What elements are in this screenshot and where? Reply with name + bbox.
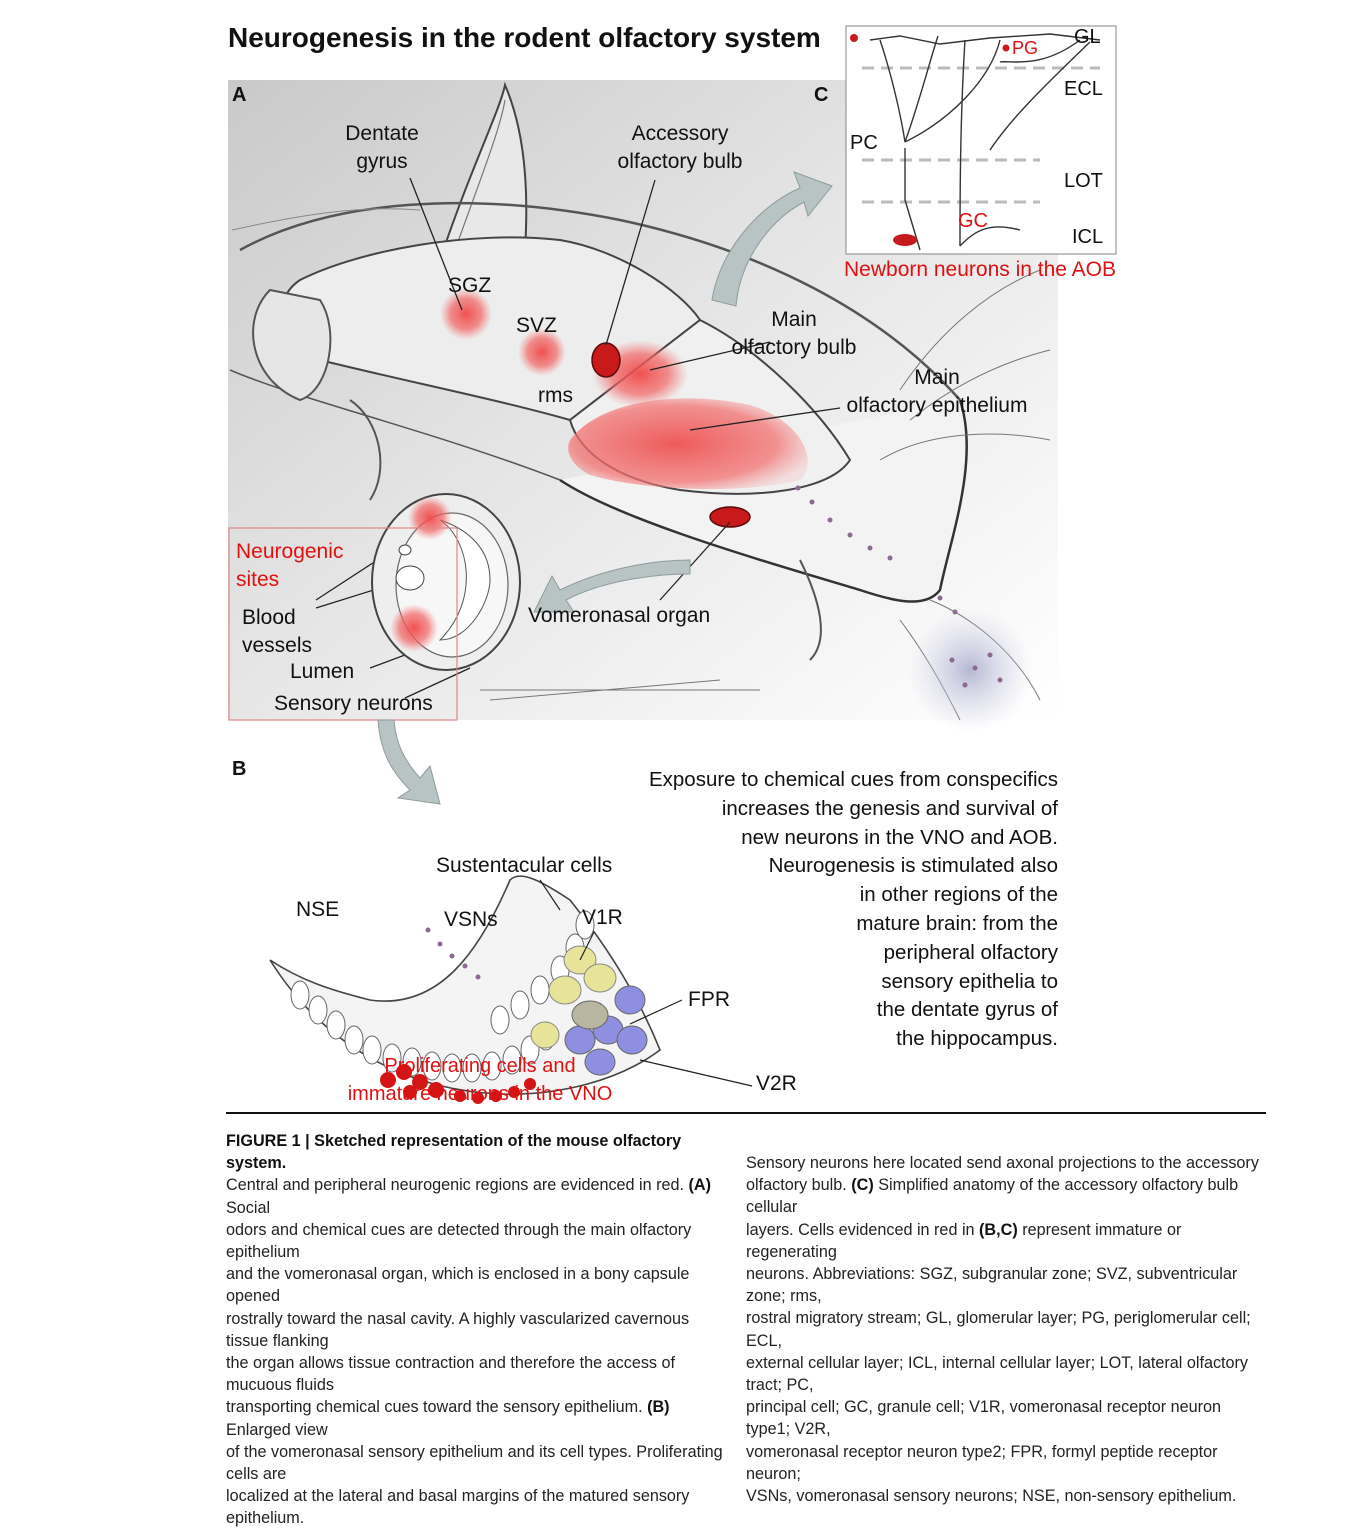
caption-left: FIGURE 1 | Sketched representation of th…	[226, 1130, 726, 1530]
caption-line: rostral migratory stream; GL, glomerular…	[746, 1307, 1266, 1351]
panel-letter-a: A	[232, 84, 246, 107]
caption-line: principal cell; GC, granule cell; V1R, v…	[746, 1396, 1266, 1440]
caption-line: Central and peripheral neurogenic region…	[226, 1174, 726, 1218]
aob-core	[592, 343, 620, 377]
layer-gl: GL	[1074, 26, 1101, 49]
caption-label: FIGURE 1 | Sketched representation of th…	[226, 1130, 726, 1174]
panel-letter-c: C	[814, 84, 828, 107]
label-sgz: SGZ	[448, 274, 491, 298]
panel-b-subtitle-line: Proliferating cells and	[300, 1052, 660, 1080]
cue-cloud	[908, 608, 1032, 732]
caption-line: the organ allows tissue contraction and …	[226, 1352, 726, 1396]
panel-c-subtitle: Newborn neurons in the AOB	[844, 258, 1116, 282]
caption-right: Sensory neurons here located send axonal…	[746, 1152, 1266, 1507]
caption-line: odors and chemical cues are detected thr…	[226, 1219, 726, 1263]
panel-b-subtitle-line: immature neurons in the VNO	[300, 1080, 660, 1108]
label-vsns: VSNs	[444, 908, 498, 932]
label-gc: GC	[958, 210, 988, 233]
vno-cross-section	[372, 494, 520, 670]
label-v2r: V2R	[756, 1072, 797, 1096]
caption-line: and the vomeronasal organ, which is encl…	[226, 1263, 726, 1307]
caption-line: Sensory neurons here located send axonal…	[746, 1152, 1266, 1174]
label-sensory-neurons: Sensory neurons	[274, 692, 433, 716]
label-pc: PC	[850, 132, 878, 155]
label-rms: rms	[538, 384, 573, 408]
caption-line: layers. Cells evidenced in red in (B,C) …	[746, 1219, 1266, 1263]
caption-line: neurons. Abbreviations: SGZ, subgranular…	[746, 1263, 1266, 1307]
vno-core	[710, 507, 750, 527]
label-fpr: FPR	[688, 988, 730, 1012]
label-nse: NSE	[296, 898, 339, 922]
layer-icl: ICL	[1072, 226, 1103, 249]
caption-line: VSNs, vomeronasal sensory neurons; NSE, …	[746, 1485, 1266, 1507]
caption-line: localized at the lateral and basal margi…	[226, 1485, 726, 1529]
layer-ecl: ECL	[1064, 78, 1103, 101]
figure-title: Neurogenesis in the rodent olfactory sys…	[228, 22, 821, 54]
caption-line: olfactory bulb. (C) Simplified anatomy o…	[746, 1174, 1266, 1218]
caption-line: of the vomeronasal sensory epithelium an…	[226, 1441, 726, 1485]
label-pg: PG	[1012, 38, 1038, 59]
caption-line: rostrally toward the nasal cavity. A hig…	[226, 1308, 726, 1352]
caption-line: external cellular layer; ICL, internal c…	[746, 1352, 1266, 1396]
label-v1r: V1R	[582, 906, 623, 930]
caption-line: transporting chemical cues toward the se…	[226, 1396, 726, 1440]
layer-lot: LOT	[1064, 170, 1103, 193]
panel-letter-b: B	[232, 758, 246, 781]
side-text: Exposure to chemical cues from conspecif…	[560, 766, 1058, 1054]
label-sustentacular-cells: Sustentacular cells	[436, 854, 612, 878]
caption-line: vomeronasal receptor neuron type2; FPR, …	[746, 1441, 1266, 1485]
label-vomeronasal-organ: Vomeronasal organ	[528, 604, 710, 628]
caption-divider	[226, 1112, 1266, 1114]
label-svz: SVZ	[516, 314, 557, 338]
label-lumen: Lumen	[290, 660, 354, 684]
